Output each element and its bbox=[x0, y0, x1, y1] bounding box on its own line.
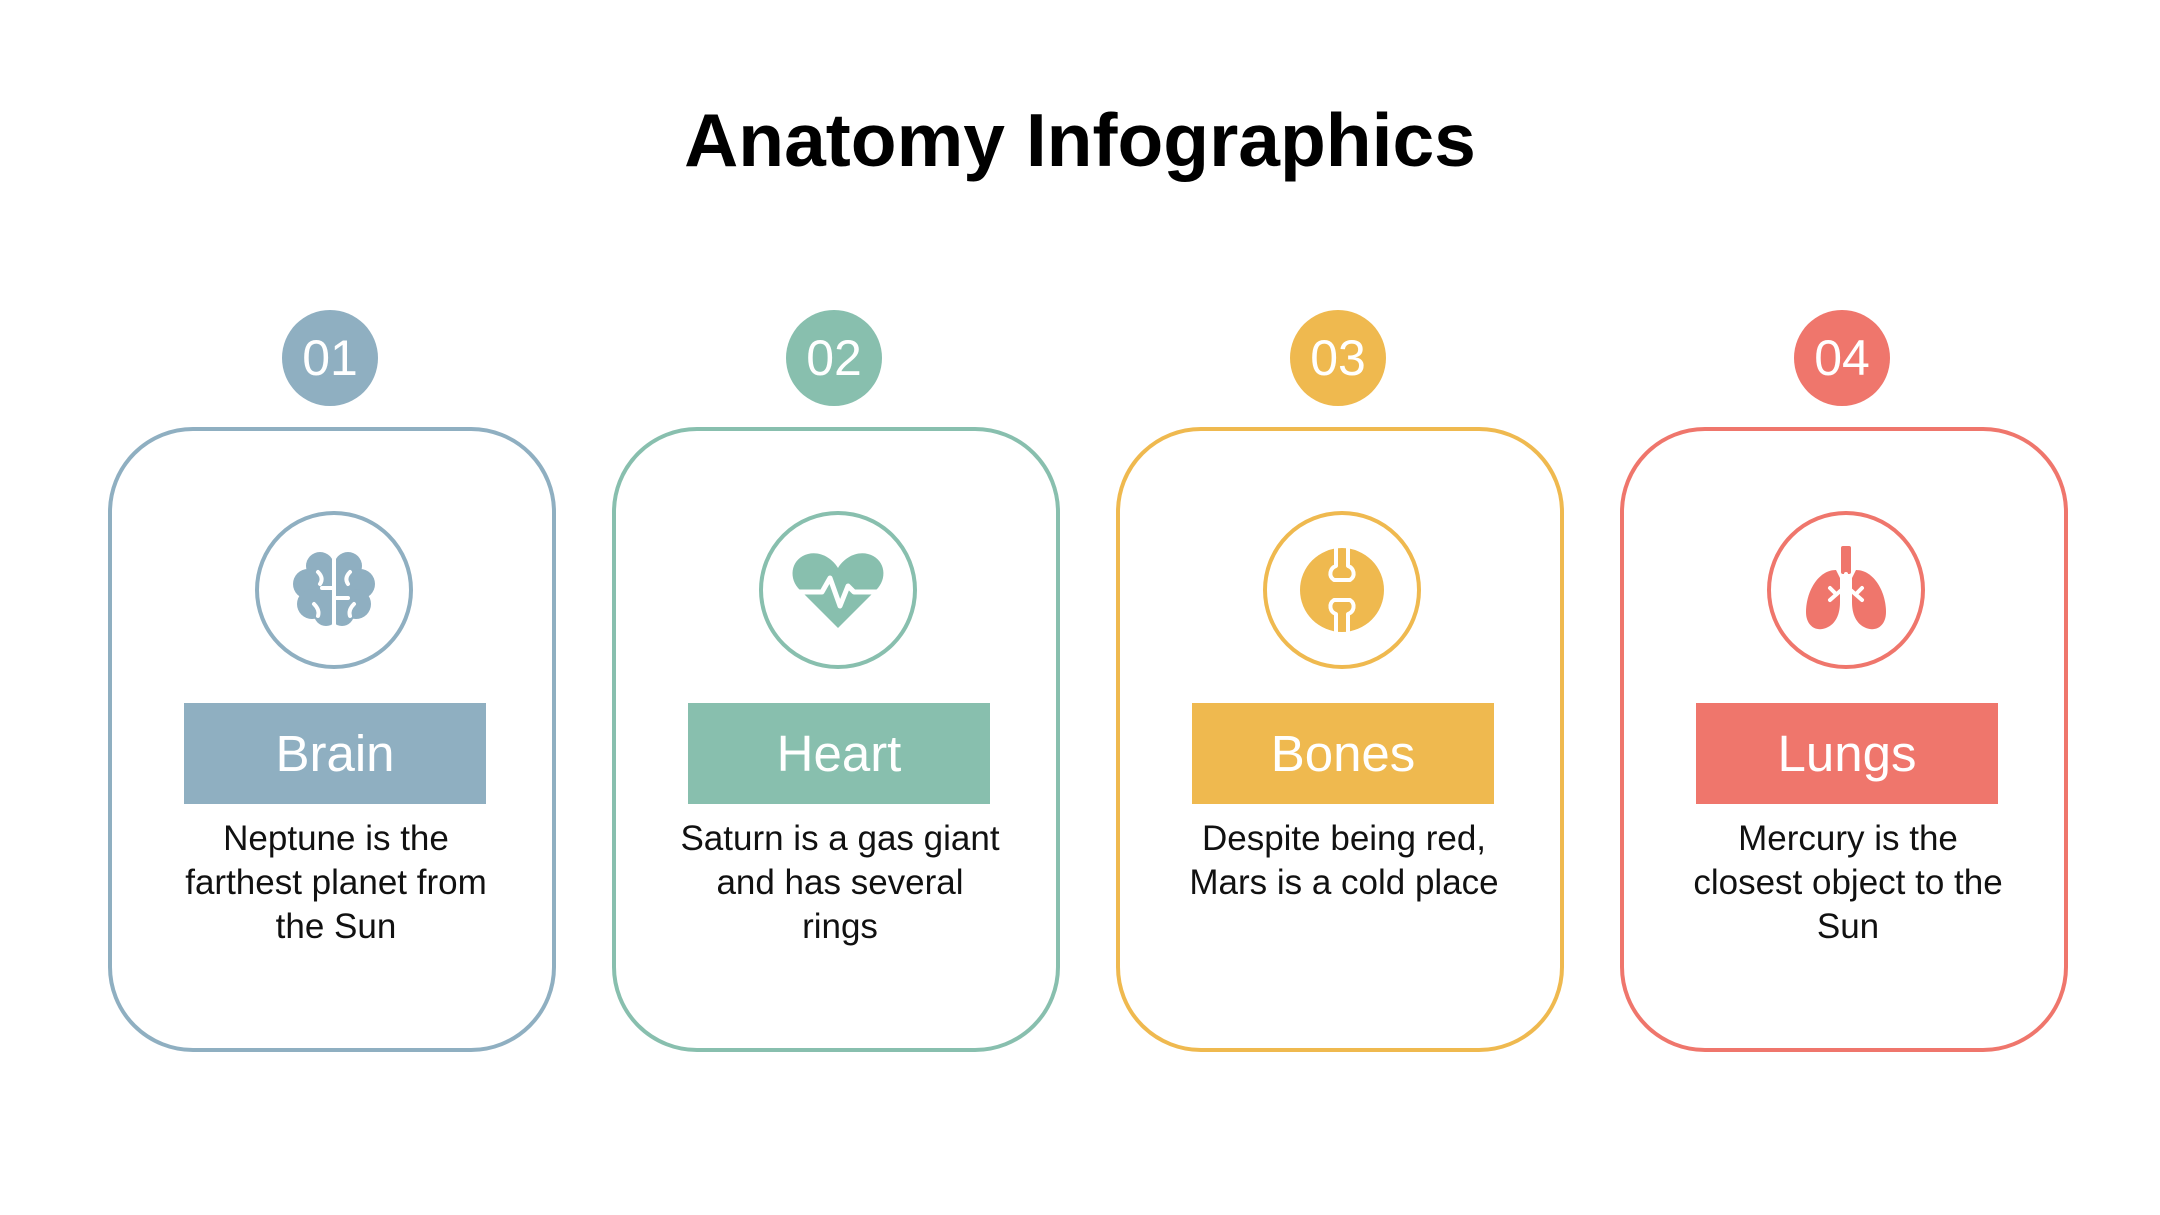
page-title: Anatomy Infographics bbox=[684, 98, 1476, 182]
step-number-badge: 02 bbox=[786, 310, 882, 406]
icon-ring bbox=[759, 511, 917, 669]
icon-ring bbox=[1263, 511, 1421, 669]
card-description: Saturn is a gas giant and has several ri… bbox=[680, 819, 1000, 946]
card-label: Bones bbox=[1192, 703, 1494, 804]
card-description: Despite being red, Mars is a cold place bbox=[1189, 819, 1499, 902]
step-number-badge: 04 bbox=[1794, 310, 1890, 406]
card-brain: 01 bbox=[108, 310, 556, 1055]
icon-ring bbox=[255, 511, 413, 669]
card-lungs: 04 Lungs Mercury is the closest object t… bbox=[1620, 310, 2068, 1055]
card-description: Mercury is the closest object to the Sun bbox=[1693, 819, 2003, 946]
step-number-badge: 01 bbox=[282, 310, 378, 406]
card-bones: 03 Bones Despite being red, Mars is a co… bbox=[1116, 310, 1564, 1055]
heart-pulse-icon bbox=[789, 553, 887, 628]
card-frame: Lungs Mercury is the closest object to t… bbox=[1620, 427, 2068, 1052]
card-label: Brain bbox=[184, 703, 486, 804]
card-description: Neptune is the farthest planet from the … bbox=[185, 819, 487, 946]
card-frame: Brain Neptune is the farthest planet fro… bbox=[108, 427, 556, 1052]
step-number-badge: 03 bbox=[1290, 310, 1386, 406]
card-heart: 02 Heart Saturn is a gas giant and has s… bbox=[612, 310, 1060, 1055]
card-label: Lungs bbox=[1696, 703, 1998, 804]
lungs-icon bbox=[1806, 546, 1886, 630]
card-frame: Bones Despite being red, Mars is a cold … bbox=[1116, 427, 1564, 1052]
brain-icon bbox=[293, 552, 375, 628]
card-label: Heart bbox=[688, 703, 990, 804]
card-frame: Heart Saturn is a gas giant and has seve… bbox=[612, 427, 1060, 1052]
bone-joint-icon bbox=[1300, 548, 1384, 632]
icon-ring bbox=[1767, 511, 1925, 669]
